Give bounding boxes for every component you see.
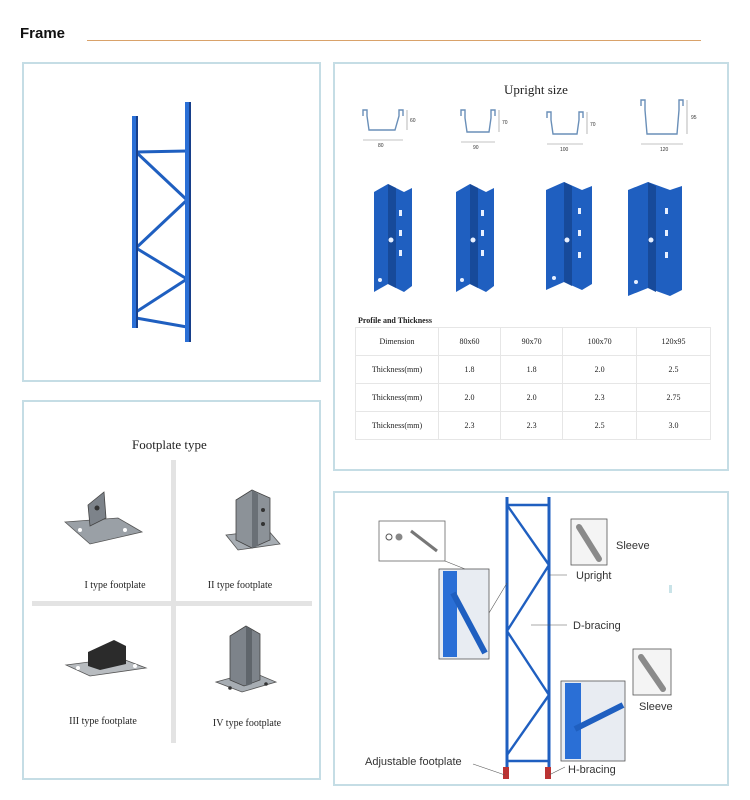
table-header-cell: Dimension (355, 327, 439, 356)
footplate-type-ii-image (225, 489, 281, 551)
table-cell: Thickness(mm) (355, 355, 439, 384)
footplate-type-iii-image (64, 640, 148, 677)
sleeve-bottom-icon (632, 648, 672, 696)
table-cell: 2.3 (437, 411, 502, 440)
table-cell: 2.3 (500, 411, 564, 440)
footplate-label-ii: II type footplate (207, 580, 273, 591)
footplate-images (64, 489, 281, 693)
table-cell: 2.3 (562, 383, 638, 412)
profile-dim-width-2: 90 (473, 145, 479, 151)
upright-render-90x70 (456, 184, 494, 292)
frame-image-panel (22, 62, 321, 382)
table-header-cell: 90x70 (500, 327, 564, 356)
table-header-cell: 120x95 (636, 327, 711, 356)
frame-components-diagram (378, 497, 672, 779)
upright-size-title: Upright size (504, 82, 568, 97)
table-cell: 1.8 (500, 355, 564, 384)
table-cell: 2.5 (636, 355, 711, 384)
table-row: Thickness(mm) 2.3 2.3 2.5 3.0 (355, 411, 711, 440)
table-caption: Profile and Thickness (358, 316, 432, 325)
label-sleeve-top: Sleeve (616, 540, 650, 552)
table-cell: 2.0 (562, 355, 638, 384)
upright-profile-renders (374, 182, 682, 296)
upright-frame-image (132, 102, 191, 342)
profile-dim-width-3: 100 (560, 147, 569, 153)
sleeve-top-icon (570, 518, 608, 566)
h-bracing-detail-inset (560, 680, 626, 762)
profile-drawings (362, 99, 688, 145)
upright-render-100x70 (546, 182, 592, 290)
table-header-cell: 80x60 (437, 327, 502, 356)
label-upright: Upright (576, 570, 612, 582)
frame-bracings (505, 503, 551, 763)
table-header-cell: 100x70 (562, 327, 638, 356)
footplate-type-iv-image (214, 625, 278, 693)
table-cell: 1.8 (437, 355, 502, 384)
upright-render-120x95 (628, 182, 682, 296)
label-adjustable-footplate: Adjustable footplate (365, 756, 462, 768)
table-cell: Thickness(mm) (355, 383, 439, 412)
profile-dim-depth-4: 95 (691, 115, 697, 121)
table-cell: 2.75 (636, 383, 711, 412)
table-cell: 2.0 (437, 383, 502, 412)
profile-dim-depth-1: 60 (410, 118, 416, 124)
bolt-icons (378, 520, 446, 562)
profile-dim-depth-2: 70 (502, 120, 508, 126)
footplate-grid-divider-horizontal (32, 601, 312, 606)
footplate-type-i-image (64, 491, 144, 545)
label-h-bracing: H-bracing (568, 764, 616, 776)
footplate-panel-title: Footplate type (132, 437, 207, 452)
upright-detail-inset (438, 568, 490, 660)
table-cell: 2.5 (562, 411, 638, 440)
profile-dim-width-1: 80 (378, 143, 384, 149)
profile-dim-width-4: 120 (660, 147, 669, 153)
profile-dim-depth-3: 70 (590, 122, 596, 128)
table-cell: 3.0 (636, 411, 711, 440)
footplate-label-iii: III type footplate (69, 716, 137, 727)
section-title: Frame (20, 25, 66, 42)
label-sleeve-bottom: Sleeve (639, 701, 673, 713)
label-d-bracing: D-bracing (573, 620, 621, 632)
table-header-row: Dimension 80x60 90x70 100x70 120x95 (355, 327, 711, 356)
footplate-label-iv: IV type footplate (212, 718, 282, 729)
footplate-label-i: I type footplate (84, 580, 146, 591)
header-divider (87, 40, 701, 41)
table-row: Thickness(mm) 2.0 2.0 2.3 2.75 (355, 383, 711, 412)
table-cell: 2.0 (500, 383, 564, 412)
frame-uprights (505, 497, 551, 777)
table-row: Thickness(mm) 1.8 1.8 2.0 2.5 (355, 355, 711, 384)
profile-thickness-table: Dimension 80x60 90x70 100x70 120x95 Thic… (355, 327, 711, 440)
table-cell: Thickness(mm) (355, 411, 439, 440)
upright-render-80x60 (374, 184, 412, 292)
